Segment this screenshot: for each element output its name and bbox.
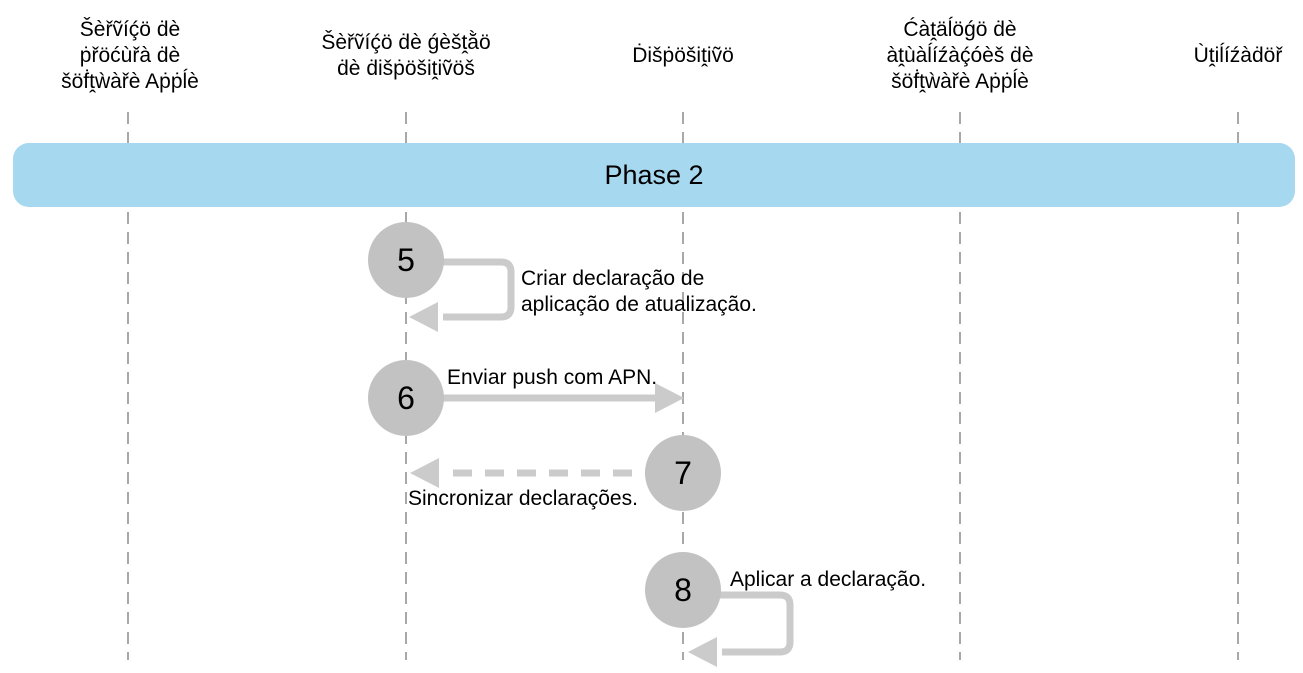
step5-arrowhead-icon: [409, 302, 438, 332]
step-number: 5: [397, 241, 415, 278]
step5-message-label: Criar declaração de aplicação de atualiz…: [521, 266, 757, 318]
message-line: Criar declaração de: [521, 267, 705, 290]
participant-label-line: ḋè ḋišṗöšiṱiṽöš: [337, 57, 475, 80]
step7-message-label: Sincronizar declarações.: [408, 486, 638, 512]
step8-message-label: Aplicar a declaração.: [730, 567, 926, 593]
phase-banner: Phase 2: [13, 143, 1295, 207]
step-number: 8: [674, 571, 692, 608]
participant-label-line: Ḋišṗöšiṱiṽö: [632, 44, 734, 67]
message-line: Enviar push com APN.: [447, 366, 658, 389]
phase-banner-label: Phase 2: [604, 159, 704, 190]
step6-message-label: Enviar push com APN.: [447, 365, 657, 391]
participant-label-line: Ćàṱäĺöǵö ḋè: [903, 18, 1017, 41]
participant-header-software-lookup-service: Šèřṽíḉö ḋè ṗřöćùřà ḋè šöḟṱẁàřè Aṗṗĺè: [0, 0, 280, 112]
step-circle-5: 5: [368, 222, 444, 298]
message-line: Aplicar a declaração.: [730, 568, 927, 591]
participant-header-user: Ùṱiĺíźàḋöř: [1088, 0, 1303, 112]
participant-header-software-update-catalog: Ćàṱäĺöǵö ḋè àṱùàĺíźàḉóèš ḋè šöḟṱẁàřè Aṗṗ…: [810, 0, 1110, 112]
step8-self-loop-arrow: [716, 591, 794, 656]
step-circle-8: 8: [645, 552, 721, 628]
step-circle-7: 7: [645, 435, 721, 511]
participant-label-line: Šèřṽíḉö ḋè: [79, 18, 181, 41]
message-line: aplicação de atualização.: [521, 293, 757, 316]
participant-label-line: Ùṱiĺíźàḋöř: [1193, 44, 1283, 67]
participant-header-device-management-service: Šèřṽíḉö ḋè ǵèšṱằö ḋè ḋišṗöšiṱiṽöš: [256, 0, 556, 112]
message-line: Sincronizar declarações.: [408, 487, 638, 510]
participant-label-line: šöḟṱẁàřè Aṗṗĺè: [891, 70, 1029, 93]
participant-label-line: ṗřöćùřà ḋè: [79, 44, 181, 67]
participant-label-line: Šèřṽíḉö ḋè ǵèšṱằö: [321, 31, 491, 54]
step8-arrowhead-icon: [688, 637, 717, 667]
step-number: 6: [397, 379, 415, 416]
participant-label-line: àṱùàĺíźàḉóèš ḋè: [886, 44, 1034, 67]
step-number: 7: [674, 454, 692, 491]
step7-arrowhead-icon: [410, 458, 439, 488]
step-circle-6: 6: [368, 360, 444, 436]
step5-self-loop-arrow: [438, 258, 515, 321]
participant-label-line: šöḟṱẁàřè Aṗṗĺè: [61, 70, 199, 93]
step6-arrowhead-icon: [655, 383, 684, 413]
participant-header-device: Ḋišṗöšiṱiṽö: [533, 0, 833, 112]
